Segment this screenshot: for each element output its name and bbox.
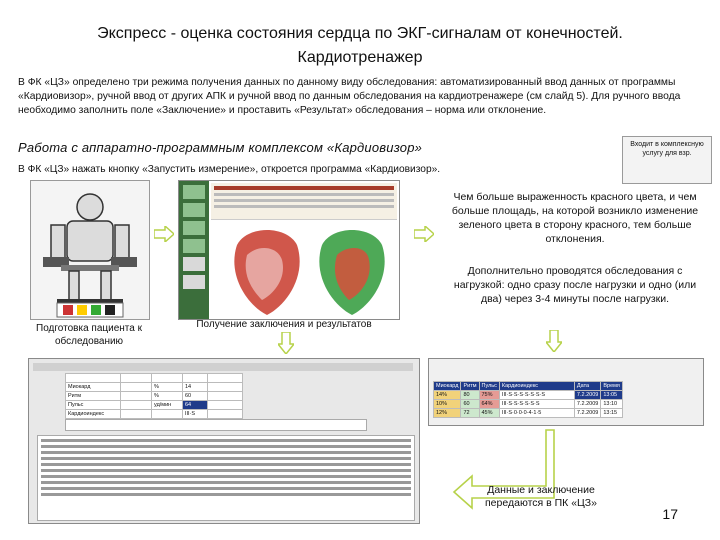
table-cell: 13:10 [600, 399, 623, 409]
param-unit [151, 409, 183, 419]
arrow-return-icon [450, 428, 560, 518]
col-header: Дата [573, 381, 602, 391]
table-cell: 13:15 [600, 408, 623, 418]
load-test-note: Дополнительно проводятся обследования с … [453, 265, 697, 305]
conclusion-text-area[interactable] [37, 435, 415, 521]
arrow-down-icon [278, 332, 294, 354]
param-label: Пульс [65, 400, 121, 410]
table-row[interactable]: 10% 60 64% III·S·S·S·S·S·S 7.2.2009 13:1… [432, 399, 623, 409]
title-line-2: Кардиотренажер [297, 49, 423, 66]
arrow-right-icon [414, 226, 434, 242]
results-table-screenshot: Миокард Ритм Пульс Кардиоиндекс Дата Вре… [428, 358, 704, 426]
table-cell: 14% [432, 390, 462, 400]
table-cell: 60 [460, 399, 480, 409]
table-cell: 72 [460, 408, 480, 418]
param-unit: уд/мин [151, 400, 183, 410]
table-cell: 75% [478, 390, 500, 400]
arrow-right-icon [154, 226, 174, 242]
intro-paragraph: В ФК «ЦЗ» определено три режима получени… [18, 77, 681, 116]
caption-transfer: Данные и заключение передаются в ПК «ЦЗ» [485, 484, 597, 509]
col-header: Пульс [478, 381, 500, 391]
table-cell: 64% [478, 399, 500, 409]
caption-results: Получение заключения и результатов [196, 319, 372, 330]
table-row[interactable]: 14% 80 75% III·S·S·S·S·S·S·S 7.2.2009 13… [432, 390, 623, 400]
results-table: Миокард Ритм Пульс Кардиоиндекс Дата Вре… [432, 381, 623, 418]
table-cell: 10% [432, 399, 462, 409]
col-header: Миокард [432, 381, 462, 391]
table-cell: 7.2.2009 [573, 399, 602, 409]
col-header: Ритм [460, 381, 480, 391]
page-number: 17 [662, 506, 678, 522]
table-cell: III·S·S·S·S·S·S·S [498, 390, 575, 400]
table-cell: 7.2.2009 [573, 390, 602, 400]
instruction-text: В ФК «ЦЗ» нажать кнопку «Запустить измер… [18, 164, 441, 175]
table-cell: 12% [432, 408, 462, 418]
param-value: 14 [182, 382, 208, 392]
cardiovisor-screenshot [178, 180, 400, 320]
table-cell: 7.2.2009 [573, 408, 602, 418]
param-label: Ритм [65, 391, 121, 401]
arrow-down-icon [546, 330, 562, 352]
col-header: Кардиоиндекс [498, 381, 575, 391]
param-unit: % [151, 382, 183, 392]
param-label: Миокард [65, 382, 121, 392]
service-badge: Входит в комплексную услугу для взр. [622, 136, 712, 184]
param-label: Кардиоиндекс [65, 409, 121, 419]
conclusion-field[interactable] [65, 419, 367, 431]
param-value: 64 [182, 400, 208, 410]
col-header: Время [600, 381, 623, 391]
section-heading: Работа с аппаратно-программным комплексо… [18, 140, 423, 155]
page-title: Экспресс - оценка состояния сердца по ЭК… [0, 22, 720, 70]
table-row[interactable]: 12% 72 45% III·S·0·0·0·4·1·5 7.2.2009 13… [432, 408, 623, 418]
patient-illustration [30, 180, 150, 320]
caption-preparation: Подготовка пациента к обследованию [36, 323, 142, 347]
param-value: 60 [182, 391, 208, 401]
table-cell: III·S·S·S·S·S·S [498, 399, 575, 409]
param-unit: % [151, 391, 183, 401]
table-cell: 13:05 [600, 390, 623, 400]
table-cell: III·S·0·0·0·4·1·5 [498, 408, 575, 418]
table-cell: 45% [478, 408, 500, 418]
param-value: III·S [182, 409, 208, 419]
color-explanation: Чем больше выраженность красного цвета, … [451, 191, 699, 245]
title-line-1: Экспресс - оценка состояния сердца по ЭК… [97, 25, 623, 42]
table-cell: 80 [460, 390, 480, 400]
